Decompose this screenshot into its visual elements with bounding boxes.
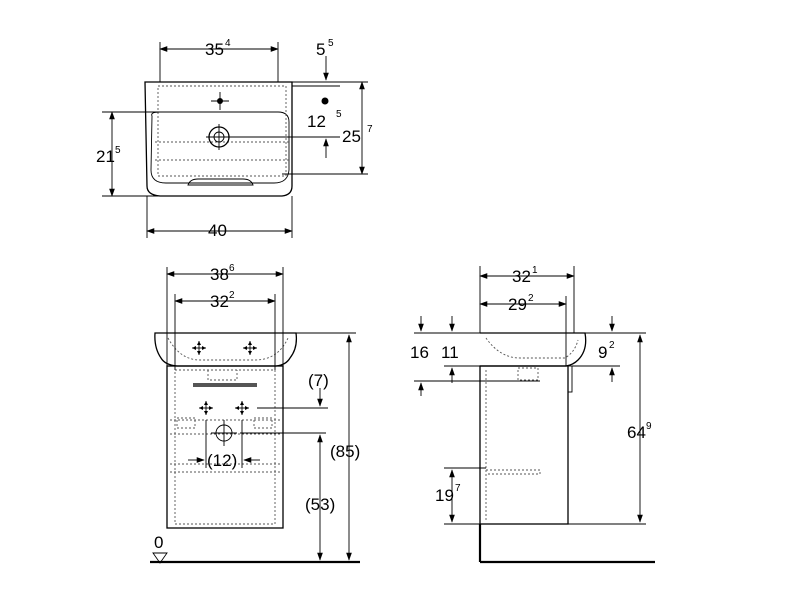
- dim-label-overhang: 9: [598, 343, 607, 362]
- basin-inner-dash: [157, 85, 287, 177]
- dim-label-siphon-spacing: (12): [207, 451, 237, 470]
- tap-symbol-left: [192, 341, 206, 355]
- dim-label-width-inner: 35: [205, 40, 224, 59]
- svg-text:35: 35: [205, 40, 224, 59]
- basin-top-outline: [144, 81, 293, 197]
- cabinet-side: [479, 365, 569, 525]
- dim-sup-cabinet-inner: 2: [229, 290, 235, 301]
- dim-label-depth-bowl: 21: [96, 147, 115, 166]
- dim-label-depth-total: 25: [342, 127, 361, 146]
- dim-sup-overhang: 2: [609, 340, 615, 351]
- dim-label-depth-inner: 29: [508, 295, 527, 314]
- dim-sup-width-inner: 4: [225, 38, 231, 49]
- dim-label-siphon-gap: (7): [308, 371, 329, 390]
- siphon-symbol-left: [199, 401, 213, 415]
- dim-sup-depth-outer: 1: [532, 265, 538, 276]
- dim-label-drain-height: (53): [305, 495, 335, 514]
- handle-side: [567, 365, 573, 393]
- front-view: 0: [150, 263, 360, 564]
- dim-label-cabinet-outer: 38: [210, 265, 229, 284]
- tap-symbol-right: [243, 341, 257, 355]
- dim-label-rim-height: 11: [441, 343, 459, 362]
- dim-label-drawer-height: 19: [435, 486, 454, 505]
- dim-label-tap-offset: 5: [316, 40, 325, 59]
- dim-label-basin-height: 16: [410, 343, 429, 362]
- dim-label-cabinet-height: 64: [627, 423, 646, 442]
- cabinet-front: [166, 365, 284, 529]
- siphon-symbol-right: [235, 401, 249, 415]
- dim-label-depth-outer: 32: [512, 267, 531, 286]
- dim-label-drain-offset: 12: [307, 112, 326, 131]
- floor-level-label: 0: [154, 533, 163, 552]
- side-view: 32 1 29 2 16 11 9 2 64 9 19: [410, 265, 655, 564]
- dim-sup-depth-bowl: 5: [115, 145, 121, 156]
- dim-sup-cabinet-height: 9: [646, 421, 652, 432]
- drain-ref-dot: [321, 97, 329, 105]
- dim-sup-drain-offset: 5: [336, 109, 342, 120]
- dim-label-cabinet-inner: 32: [210, 292, 229, 311]
- dim-label-total-height: (85): [330, 442, 360, 461]
- floor-marker: [152, 552, 168, 564]
- dim-sup-cabinet-outer: 6: [229, 263, 235, 274]
- dim-label-width: 40: [208, 221, 227, 240]
- dim-sup-drawer-height: 7: [455, 483, 461, 494]
- dim-sup-depth-inner: 2: [528, 293, 534, 304]
- dim-sup-depth-total: 7: [367, 124, 373, 135]
- drawer-handle: [193, 383, 257, 387]
- dim-sup-tap-offset: 5: [328, 38, 334, 49]
- top-view: 35 4 5 5 12 5 25 7 21 5 40: [96, 38, 373, 240]
- cabinet-inner-dash: [174, 369, 276, 525]
- overflow-slot: [187, 178, 254, 186]
- basin-side-outline: [480, 332, 587, 367]
